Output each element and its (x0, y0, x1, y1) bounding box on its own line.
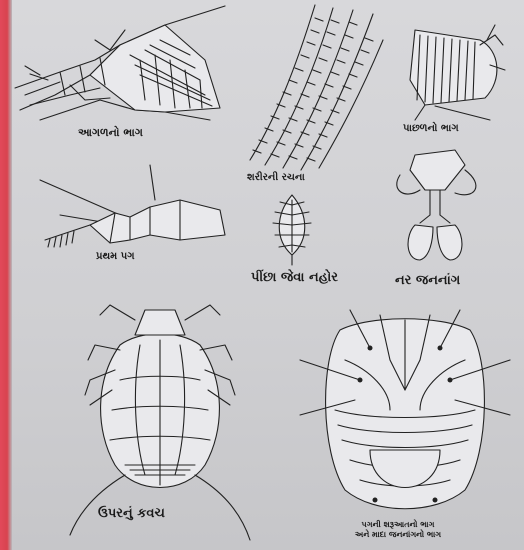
ventral-label: પગની શરૂઆતનો ભાગ અને માદા જનનાંગનો ભાગ (318, 520, 478, 540)
body-structure-drawing (235, 0, 385, 190)
rear-part-label: પાછળનો ભાગ (403, 123, 459, 134)
rear-part-figure: પાછળનો ભાગ (395, 10, 524, 140)
feather-claws-label: પીંછા જેવા નહોર (251, 270, 338, 285)
ventral-label-line2: અને માદા જનનાંગનો ભાગ (318, 530, 478, 540)
ventral-label-line1: પગની શરૂઆતનો ભાગ (318, 520, 478, 530)
ventral-drawing (290, 300, 520, 550)
male-genitalia-drawing (385, 145, 520, 290)
feather-claws-figure: પીંછા જેવા નહોર (245, 190, 365, 290)
male-genitalia-figure: નર જનનાંગ (385, 145, 520, 290)
body-structure-label: શરીરની રચના (247, 172, 305, 183)
body-structure-figure: શરીરની રચના (235, 0, 385, 190)
front-part-label: આગળનો ભાગ (78, 126, 143, 140)
ventral-figure: પગની શરૂઆતનો ભાગ અને માદા જનનાંગનો ભાગ (290, 300, 520, 550)
front-part-drawing (0, 0, 240, 140)
dorsal-shield-figure: ઉપરનું કવચ (40, 290, 270, 550)
male-genitalia-label: નર જનનાંગ (395, 273, 460, 288)
dorsal-shield-label: ઉપરનું કવચ (98, 506, 165, 521)
front-part-figure: આગળનો ભાગ (0, 0, 240, 140)
rear-part-drawing (395, 10, 524, 140)
first-leg-figure: પ્રથમ પગ (30, 155, 235, 270)
first-leg-label: પ્રથમ પગ (96, 251, 135, 262)
